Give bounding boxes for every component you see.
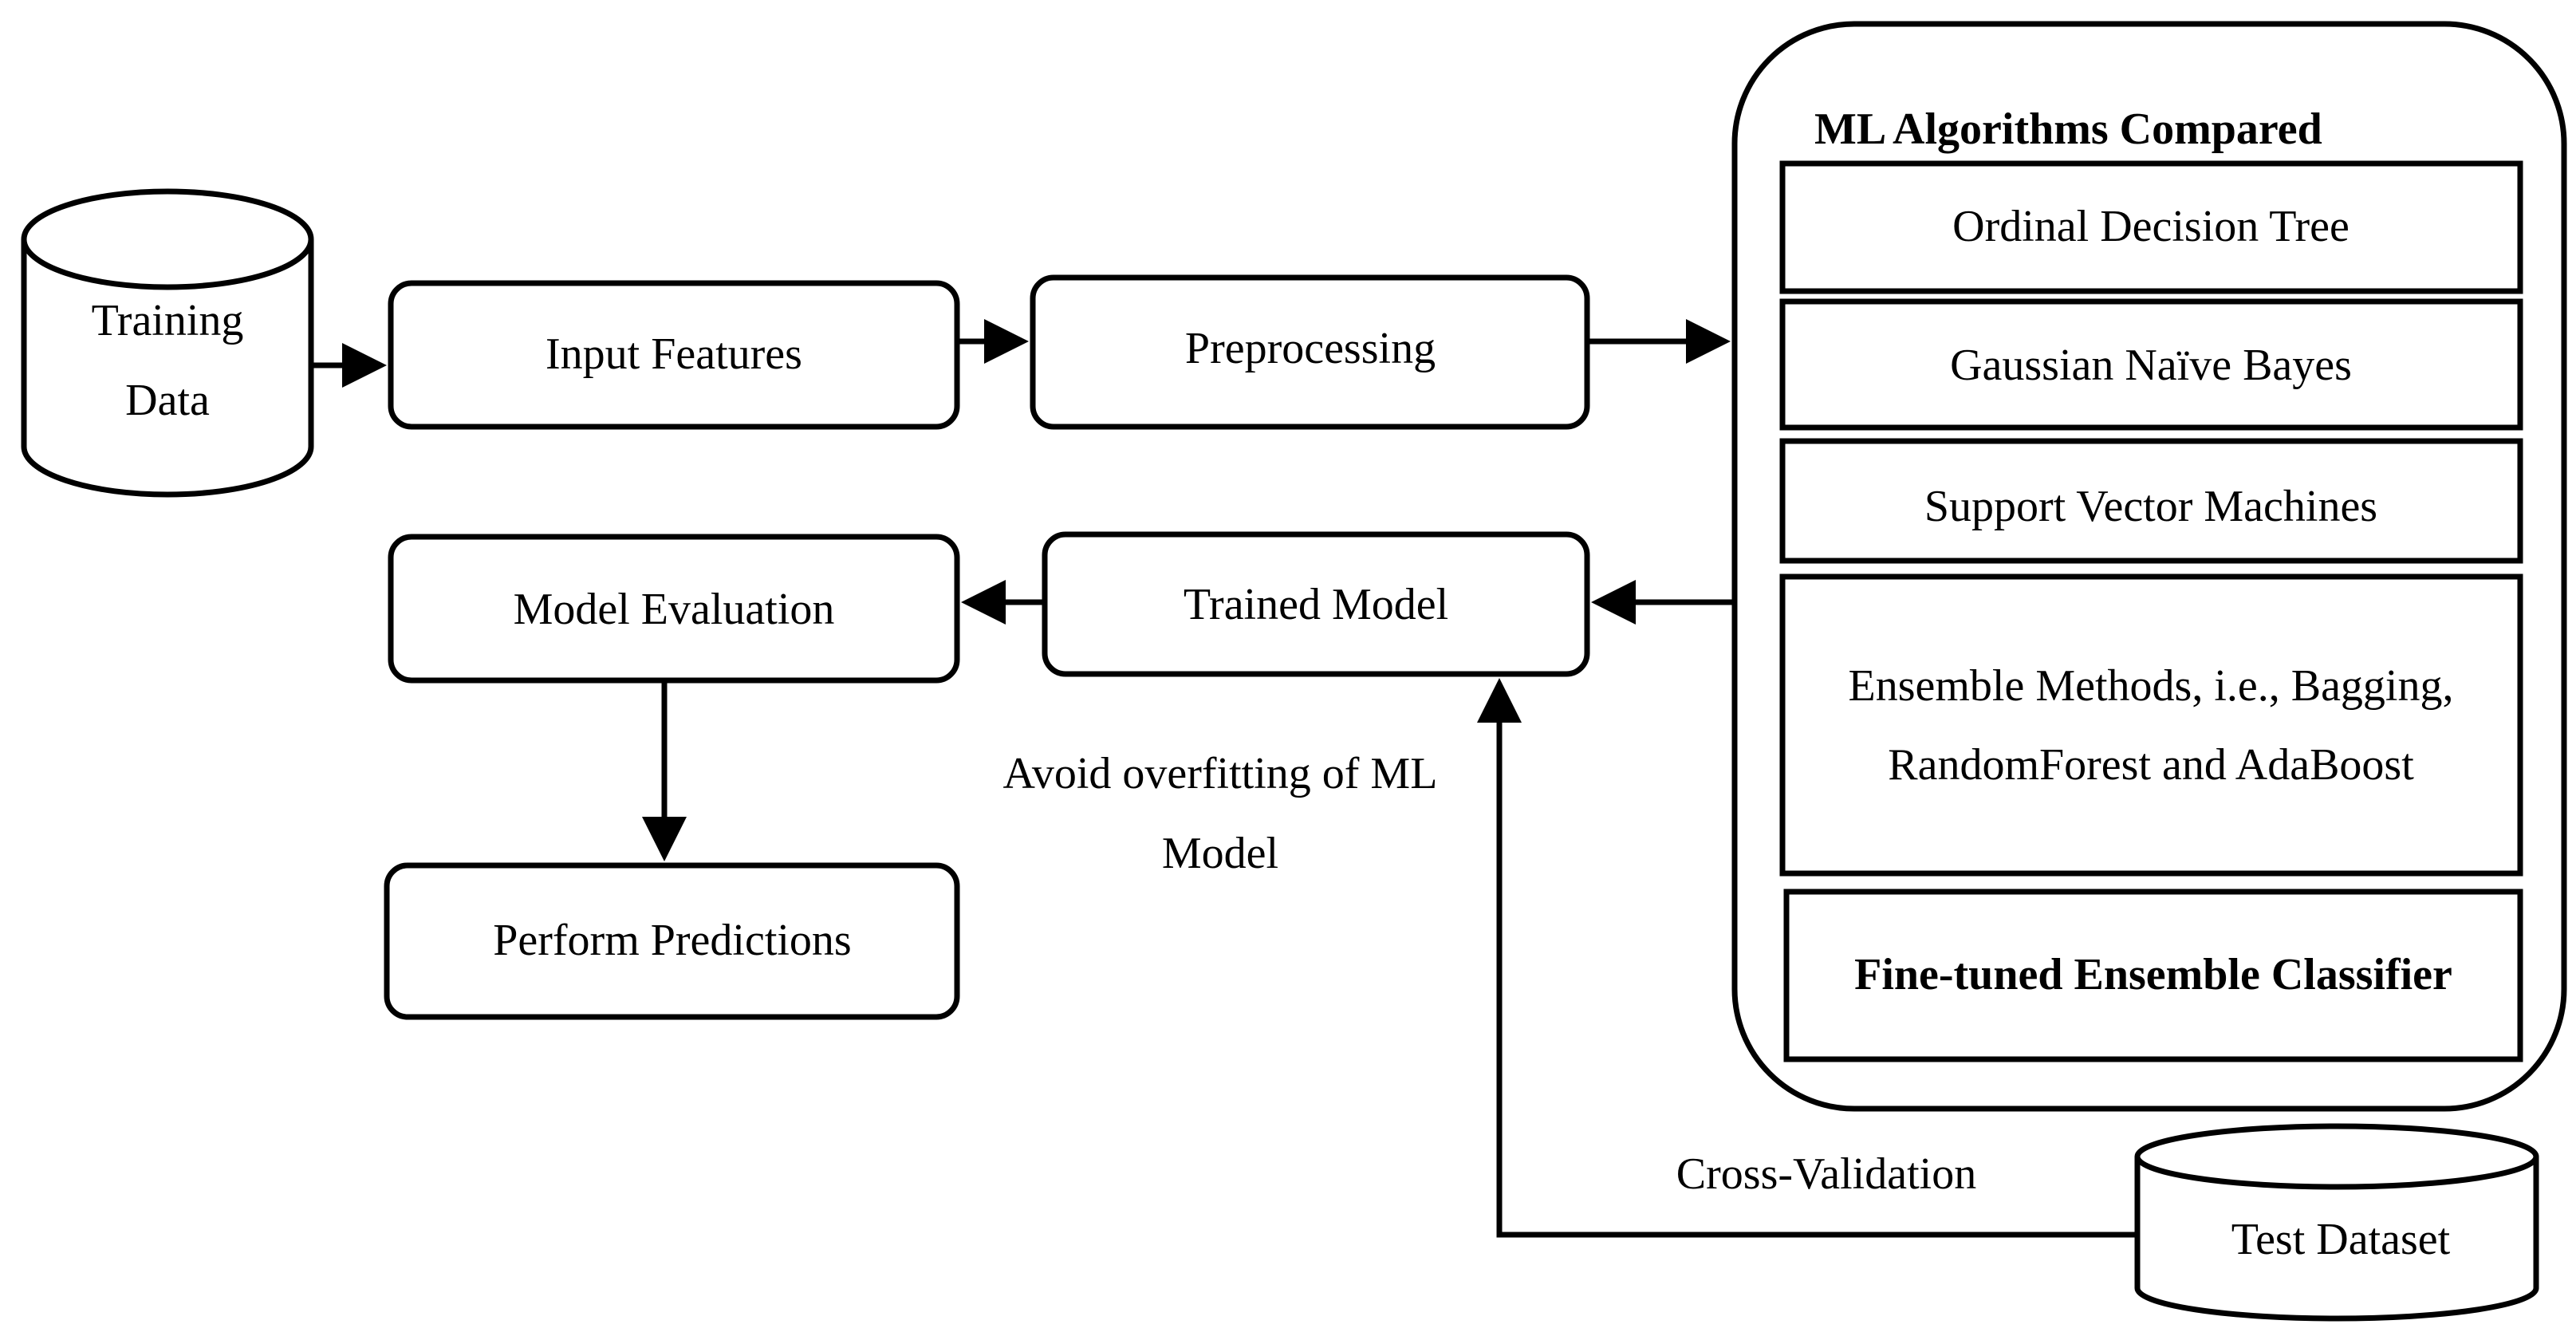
algorithm-label: Gaussian Naïve Bayes [1950, 341, 2352, 390]
algorithm-label-line1: Ensemble Methods, i.e., Bagging, [1848, 661, 2453, 711]
perform-predictions-node: Perform Predictions [384, 862, 960, 1020]
preprocessing-label: Preprocessing [1185, 324, 1436, 373]
algorithm-item-gaussian-naive-bayes: Gaussian Naïve Bayes [1779, 298, 2523, 431]
ml-algorithms-panel: ML Algorithms Compared Ordinal Decision … [1731, 21, 2567, 1112]
input-features-label: Input Features [546, 329, 802, 379]
algorithm-label: Ordinal Decision Tree [1952, 202, 2350, 251]
algorithm-item-support-vector-machines: Support Vector Machines [1779, 438, 2523, 564]
cross-validation-label: Cross-Validation [1676, 1149, 1976, 1199]
overfitting-note-line2: Model [1162, 829, 1278, 878]
test-dataset-label: Test Dataset [2231, 1215, 2451, 1264]
algorithm-label: Fine-tuned Ensemble Classifier [1854, 950, 2452, 999]
arrow-test-dataset-to-trained-model [1477, 678, 2137, 1238]
trained-model-label: Trained Model [1184, 580, 1448, 629]
ml-algorithms-title: ML Algorithms Compared [1814, 104, 2322, 154]
input-features-node: Input Features [388, 280, 960, 430]
training-data-node: Training Data [21, 188, 314, 498]
algorithm-label: Support Vector Machines [1924, 482, 2377, 531]
algorithm-label-line2: RandomForest and AdaBoost [1888, 740, 2414, 790]
algorithm-item-ensemble-methods: Ensemble Methods, i.e., Bagging, RandomF… [1779, 573, 2523, 877]
algorithm-item-ordinal-decision-tree: Ordinal Decision Tree [1779, 160, 2523, 294]
training-data-label-line1: Training [92, 296, 244, 345]
test-dataset-node: Test Dataset [2134, 1123, 2539, 1322]
model-evaluation-label: Model Evaluation [514, 585, 835, 634]
overfitting-note-line1: Avoid overfitting of ML [1003, 749, 1438, 798]
trained-model-node: Trained Model [1042, 531, 1590, 677]
algorithm-item-fine-tuned-ensemble: Fine-tuned Ensemble Classifier [1783, 889, 2523, 1062]
model-evaluation-node: Model Evaluation [388, 534, 960, 684]
perform-predictions-label: Perform Predictions [493, 916, 851, 965]
training-data-label-line2: Data [125, 376, 210, 425]
preprocessing-node: Preprocessing [1030, 274, 1590, 430]
